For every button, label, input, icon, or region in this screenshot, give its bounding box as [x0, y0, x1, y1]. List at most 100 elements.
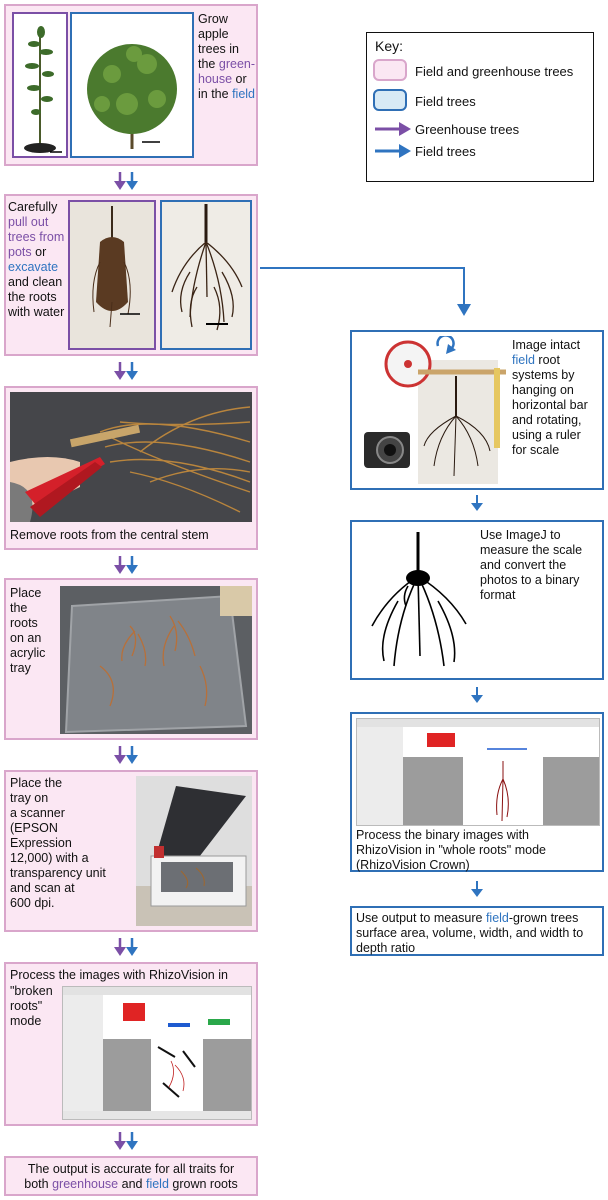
text-line: depth ratio [356, 941, 416, 955]
output-line2: both greenhouse and field grown roots [6, 1177, 256, 1192]
rhizovision-crown-screenshot [356, 718, 600, 826]
text-line: Place the [10, 776, 63, 790]
step-output-field: Use output to measure field-grown trees … [350, 906, 604, 956]
step-image-field-roots: Image intact field root systems by hangi… [350, 330, 604, 490]
step-output-accurate: The output is accurate for all traits fo… [4, 1156, 258, 1196]
double-arrow-icon [114, 556, 138, 574]
double-arrow-icon [114, 362, 138, 380]
double-arrow-icon [114, 1132, 138, 1150]
text-line: trees in [198, 42, 239, 56]
blue-down-arrow-icon [471, 881, 483, 897]
text-line: roots" [10, 999, 43, 1013]
text-line: and convert the [480, 558, 567, 572]
text-line: photos to a binary [480, 573, 580, 587]
text-line: and scan at [10, 881, 75, 895]
purple-arrow-icon [375, 122, 411, 136]
step-imagej-text: Use ImageJ to measure the scale and conv… [480, 528, 602, 603]
text-line: format [480, 588, 516, 602]
text-line-greenhouse: pull out [8, 215, 49, 229]
step-remove-text: Remove roots from the central stem [10, 528, 209, 542]
rhizovision-broken-screenshot [62, 986, 252, 1120]
step-grow-trees: Grow apple trees in the green- house or … [4, 4, 258, 166]
greenhouse-roots-photo [68, 200, 156, 350]
text-line: Place [10, 586, 42, 600]
text-line: for scale [512, 443, 560, 457]
text-line: measure the scale [480, 543, 583, 557]
text-line: roots [10, 616, 38, 630]
scanner-photo [136, 776, 252, 926]
blue-down-arrow-icon [471, 495, 483, 511]
blue-down-arrow-icon [471, 687, 483, 703]
text-line: apple [198, 27, 229, 41]
step-rhizovision-broken: Process the images with RhizoVision in "… [4, 962, 258, 1126]
text-word-field: field [512, 353, 535, 367]
text-word: grown roots [172, 1177, 238, 1191]
cutting-roots-photo [10, 392, 252, 522]
text-line: Process the binary images with [356, 828, 529, 842]
step-image-text: Image intact field root systems by hangi… [512, 338, 602, 458]
step-pull-text: Carefully pull out trees from pots or ex… [8, 200, 70, 320]
key-title: Key: [375, 38, 404, 54]
blue-arrow-icon [375, 144, 411, 158]
step-broken-line1: Process the images with RhizoVision in [10, 968, 228, 982]
text-line: Use ImageJ to [480, 528, 561, 542]
text-line: (RhizoVision Crown) [356, 858, 470, 872]
text-line: "broken [10, 984, 53, 998]
text-word: -grown trees [508, 911, 579, 925]
text-line: and rotating, [512, 413, 582, 427]
text-word: root [538, 353, 560, 367]
output-line1: The output is accurate for all traits fo… [27, 1162, 235, 1176]
text-line: a scanner [10, 806, 65, 820]
legend-key: Key: Field and greenhouse trees Field tr… [366, 32, 594, 182]
field-tree-photo [70, 12, 194, 158]
text-word-greenhouse: green- [218, 57, 256, 71]
text-line: 600 dpi. [10, 896, 55, 910]
field-roots-photo [160, 200, 252, 350]
step-remove-roots: Remove roots from the central stem [4, 386, 258, 550]
text-line: transparency unit [10, 866, 106, 880]
text-line-greenhouse: trees from [8, 230, 65, 244]
step-rhizovision-whole: Process the binary images with RhizoVisi… [350, 712, 604, 872]
key-item-field-greenhouse: Field and greenhouse trees [415, 64, 574, 79]
text-line: Expression [10, 836, 72, 850]
text-line: 12,000) with a [10, 851, 89, 865]
text-word-greenhouse: greenhouse [52, 1177, 119, 1191]
step-scan-tray: Place the tray on a scanner (EPSON Expre… [4, 770, 258, 932]
text-line: acrylic [10, 646, 46, 660]
text-word: or [235, 72, 247, 86]
text-line: mode [10, 1014, 42, 1028]
step-grow-text: Grow apple trees in the green- house or … [198, 12, 256, 102]
text-word: or [35, 245, 47, 259]
text-word-field: field [145, 1177, 169, 1191]
text-line: with water [8, 305, 65, 319]
greenhouse-tree-photo [12, 12, 68, 158]
binary-roots-photo [358, 526, 480, 676]
text-line: Grow [198, 12, 228, 26]
double-arrow-icon [114, 746, 138, 764]
text-line: the roots [8, 290, 57, 304]
double-arrow-icon [114, 172, 138, 190]
step-place-roots: Place the roots on an acrylic tray [4, 578, 258, 740]
hanging-roots-photo [358, 336, 508, 486]
step-place-roots-text: Place the roots on an acrylic tray [10, 586, 60, 676]
text-line: Image intact [512, 338, 581, 352]
text-line: systems by [512, 368, 575, 382]
text-line: using a ruler [512, 428, 581, 442]
text-line: RhizoVision in "whole roots" mode [356, 843, 546, 857]
output-field-text: Use output to measure field-grown trees … [356, 911, 602, 956]
key-pink-swatch [373, 59, 407, 81]
step-pull-trees: Carefully pull out trees from pots or ex… [4, 194, 258, 356]
step-scan-text: Place the tray on a scanner (EPSON Expre… [10, 776, 138, 911]
text-word: and [121, 1177, 143, 1191]
text-word: both [24, 1177, 49, 1191]
text-line-field: excavate [8, 260, 59, 274]
step-broken-text: "broken roots" mode [10, 984, 60, 1029]
key-item-field: Field trees [415, 94, 476, 109]
text-word: in the [198, 87, 229, 101]
text-line: on an [10, 631, 42, 645]
text-word: Use output to measure [356, 911, 483, 925]
double-arrow-icon [114, 938, 138, 956]
text-line: tray on [10, 791, 49, 805]
text-word: the [198, 57, 216, 71]
text-line: surface area, volume, width, and width t… [356, 926, 584, 940]
